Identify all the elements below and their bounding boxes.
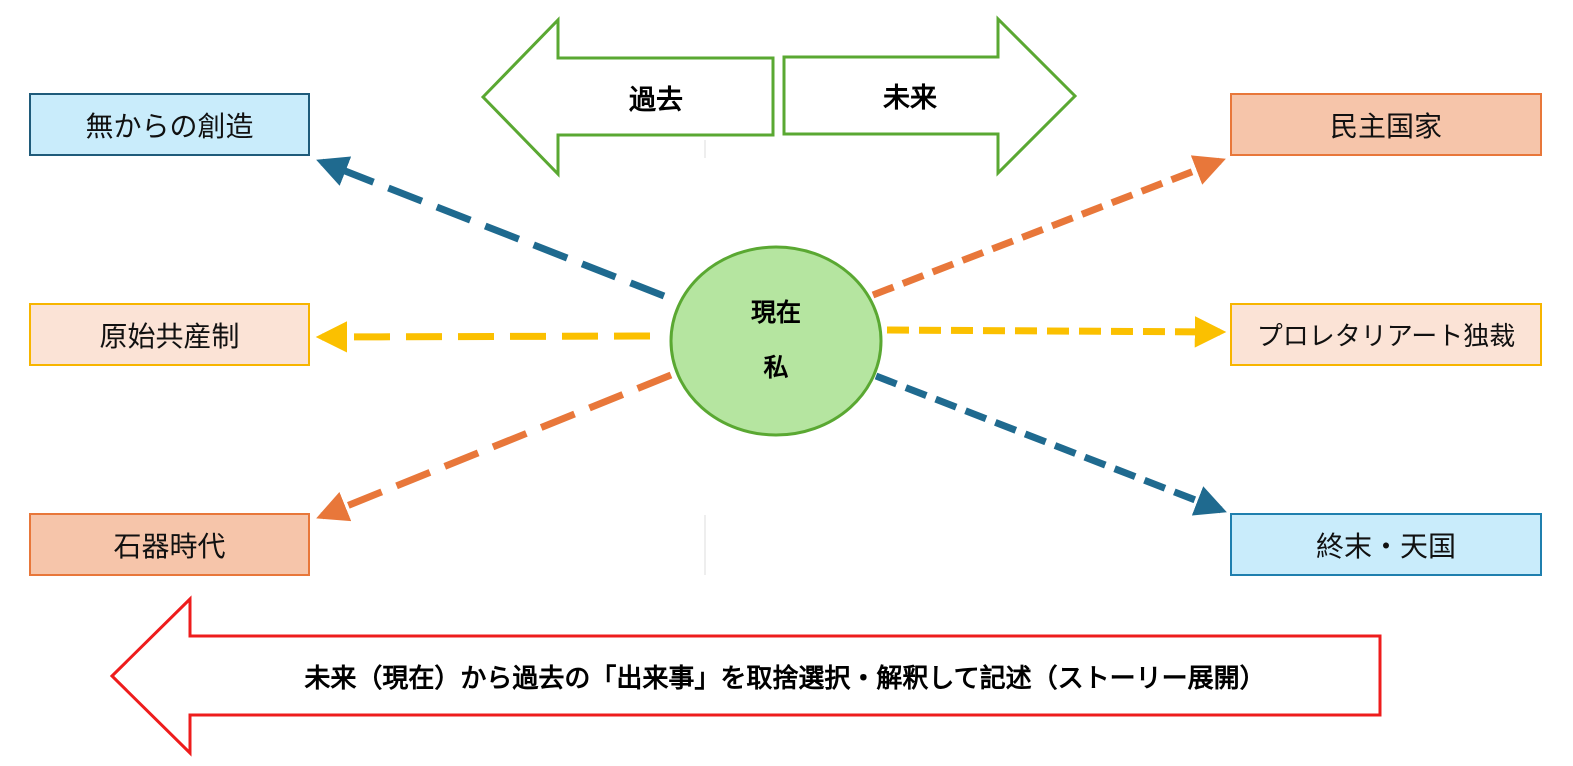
past-label: 過去 <box>629 85 683 116</box>
connector-democratic-state <box>871 155 1226 299</box>
box-proletarian-dictatorship: プロレタリアート独裁 <box>1230 303 1542 366</box>
future-label: 未来 <box>883 83 937 114</box>
box-stone-age: 石器時代 <box>29 513 310 576</box>
connector-proletarian-dictatorship <box>886 316 1227 348</box>
center-label-present: 現在 <box>750 298 801 327</box>
box-end-heaven: 終末・天国 <box>1230 513 1542 576</box>
connector-stone-age <box>316 371 673 522</box>
box-creation-from-nothing: 無からの創造 <box>29 93 310 156</box>
center-label-self: 私 <box>763 353 789 382</box>
box-democratic-state: 民主国家 <box>1230 93 1542 156</box>
center-ellipse <box>669 245 883 437</box>
narrative-arrow-shape <box>109 595 1382 757</box>
future-arrow-shape <box>782 15 1078 177</box>
connector-end-heaven <box>874 372 1227 516</box>
connector-primitive-communism <box>315 321 651 353</box>
connector-creation <box>316 156 666 300</box>
narrative-arrow-label: 未来（現在）から過去の「出来事」を取捨選択・解釈して記述（ストーリー展開） <box>304 664 1266 694</box>
past-arrow-shape <box>480 16 775 178</box>
box-primitive-communism: 原始共産制 <box>29 303 310 366</box>
